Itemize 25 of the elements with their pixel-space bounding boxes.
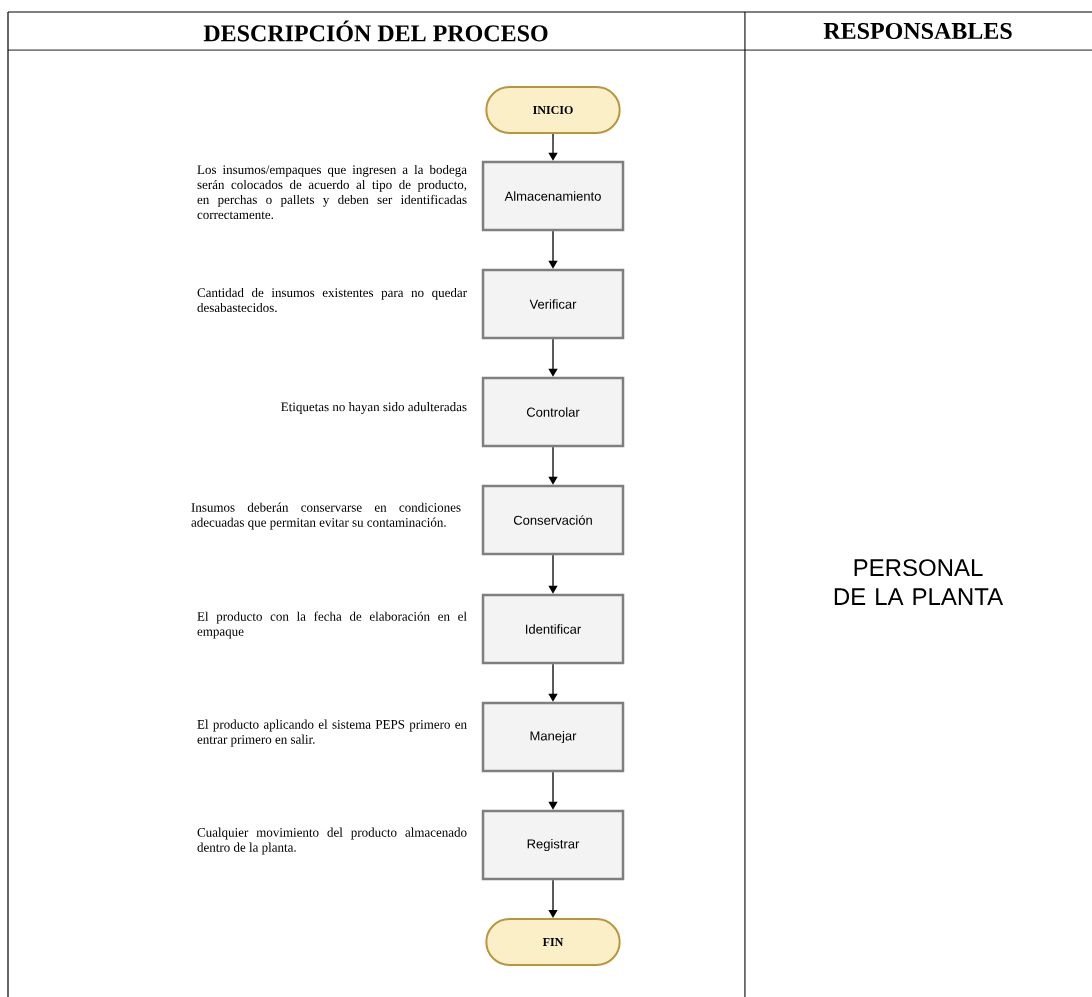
arrow xyxy=(548,554,558,594)
process-box: Almacenamiento xyxy=(481,160,625,232)
step-description: Cantidad de insumos existentes para no quedar desabastecidos. xyxy=(197,287,467,313)
step-description: Cualquier movimiento del producto almacenado dentro de la planta. xyxy=(197,827,467,855)
column-header: RESPONSABLES xyxy=(823,22,1012,40)
process-box: Manejar xyxy=(481,701,625,773)
process-box: Controlar xyxy=(481,376,625,448)
arrow xyxy=(548,879,558,918)
step-description: El producto con la fecha de elaboración en el empaque xyxy=(197,611,467,639)
process-box: Registrar xyxy=(481,809,625,881)
process-box: Conservación xyxy=(481,484,625,556)
arrow xyxy=(548,663,558,702)
arrow xyxy=(548,446,558,485)
arrow xyxy=(548,771,558,810)
column-header: DESCRIPCIÓN DEL PROCESO xyxy=(203,20,548,42)
step-description: Los insumos/empaques que ingresen a la bodega serán colocados de acuerdo al tipo de producto, en perchas o pallets y deben ser identificadas correctamente. xyxy=(197,164,467,220)
responsible-text: PERSONAL DE LA PLANTA xyxy=(834,559,1004,605)
step-description: El producto aplicando el sistema PEPS primero en entrar primero en salir. xyxy=(197,719,467,747)
arrow xyxy=(548,133,558,161)
step-description: Insumos deberán conservarse en condiciones adecuadas que permitan evitar su contaminación. xyxy=(191,502,461,530)
arrow xyxy=(548,230,558,269)
process-box: Identificar xyxy=(481,593,625,665)
arrow xyxy=(548,338,558,377)
step-description: Etiquetas no hayan sido adulteradas xyxy=(281,402,467,414)
process-box: Verificar xyxy=(481,268,625,340)
